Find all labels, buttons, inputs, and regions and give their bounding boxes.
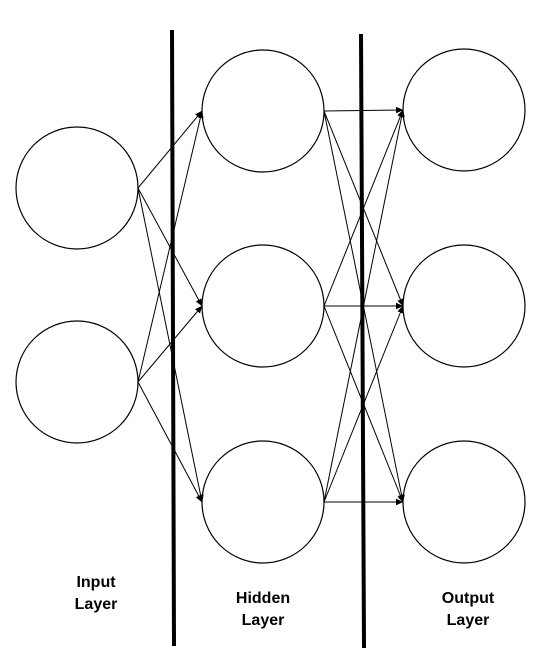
input-node-1 [15, 126, 139, 250]
connection-arrow-input-1-to-hidden-3 [137, 187, 204, 503]
hidden-node-2 [201, 244, 325, 368]
output-node-1 [402, 48, 526, 172]
input-layer-label-line1: Input [76, 574, 116, 591]
connection-arrow-input-2-to-hidden-1 [137, 110, 204, 383]
output-node-3 [402, 440, 526, 564]
hidden-node-1 [201, 49, 325, 173]
hidden-layer-label-line2: Layer [241, 612, 285, 629]
hidden-layer-label-line1: Hidden [235, 590, 291, 607]
separator-line-hidden-output [359, 33, 366, 649]
connection-arrow-input-2-to-hidden-3 [137, 381, 203, 503]
hidden-node-3 [201, 440, 325, 564]
nodes-group [15, 48, 526, 564]
output-node-2 [402, 244, 526, 368]
connection-arrow-input-1-to-hidden-1 [137, 110, 203, 189]
output-layer-label: Output Layer [408, 588, 528, 632]
hidden-layer-label: Hidden Layer [203, 588, 323, 632]
input-layer-label: Input Layer [36, 572, 156, 616]
separator-line-input-hidden [170, 29, 176, 647]
output-layer-label-line2: Layer [446, 612, 490, 629]
input-node-2 [15, 320, 139, 444]
connection-arrow-input-2-to-hidden-2 [137, 305, 203, 383]
connection-arrow-hidden-1-to-output-1 [323, 106, 404, 114]
separators-group [170, 29, 366, 649]
input-layer-label-line2: Layer [74, 596, 118, 613]
output-layer-label-line1: Output [441, 590, 495, 607]
